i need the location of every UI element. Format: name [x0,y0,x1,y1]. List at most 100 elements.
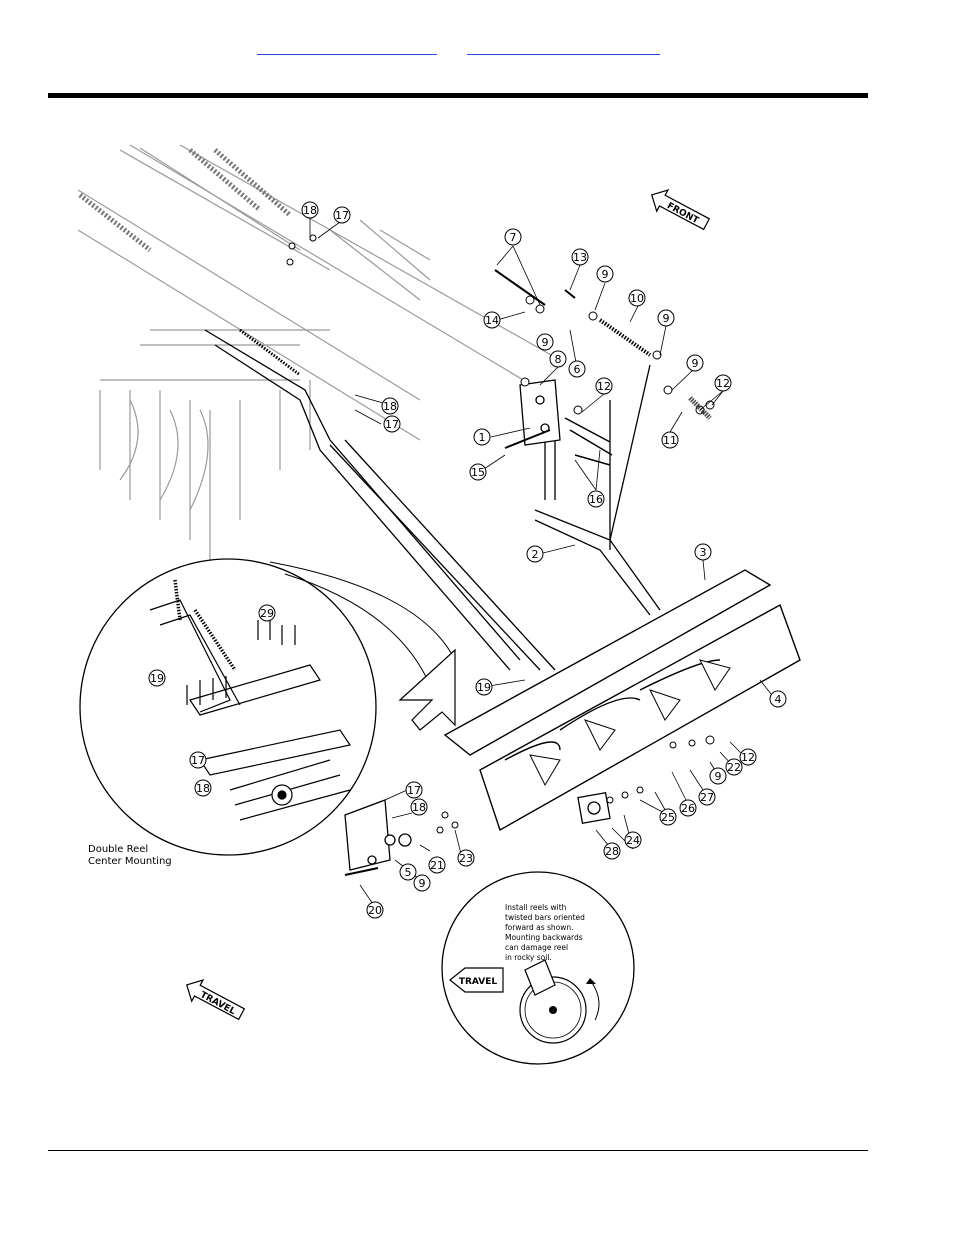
callout-28: 28 [603,842,621,860]
svg-text:8: 8 [555,353,562,366]
callout-19a: 19 [475,678,493,696]
svg-text:2: 2 [532,548,539,561]
travel-note-circle [441,871,635,1065]
callout-17a: 17 [333,206,351,224]
header-rule [48,93,868,98]
bearing-plate [577,792,611,824]
travel-arrow: TRAVEL [185,979,246,1021]
svg-text:24: 24 [626,834,640,847]
svg-text:9: 9 [602,268,609,281]
svg-text:4: 4 [775,693,782,706]
callout-9b: 9 [536,333,554,351]
callout-25: 25 [659,808,677,826]
callout-14: 14 [483,311,501,329]
callout-19b: 19 [148,669,166,687]
svg-text:20: 20 [368,904,382,917]
callout-21: 21 [428,856,446,874]
callout-18d: 18 [194,779,212,797]
callout-23: 23 [457,849,475,867]
svg-text:6: 6 [574,363,581,376]
callout-9f: 9 [709,767,727,785]
svg-text:18: 18 [303,204,317,217]
svg-text:26: 26 [681,802,695,815]
front-arrow: FRONT [650,189,711,231]
svg-text:23: 23 [459,852,473,865]
svg-text:12: 12 [597,380,611,393]
svg-text:25: 25 [661,811,675,824]
callout-9e: 9 [413,874,431,892]
svg-text:Double Reel: Double Reel [88,844,148,855]
callout-5: 5 [399,863,417,881]
svg-text:forward as shown.: forward as shown. [505,923,574,932]
svg-text:twisted bars oriented: twisted bars oriented [505,913,585,922]
reel-cutouts [529,659,731,787]
svg-text:22: 22 [727,761,741,774]
svg-text:17: 17 [191,754,205,767]
svg-text:3: 3 [700,546,707,559]
svg-text:12: 12 [741,751,755,764]
svg-text:18: 18 [383,400,397,413]
callout-18b: 18 [381,397,399,415]
callout-20: 20 [366,901,384,919]
svg-text:13: 13 [573,251,587,264]
svg-text:in rocky soil.: in rocky soil. [505,953,552,962]
svg-text:1: 1 [479,431,486,444]
svg-text:19: 19 [150,672,164,685]
callout-27: 27 [698,788,716,806]
svg-text:15: 15 [471,466,485,479]
svg-text:Mounting backwards: Mounting backwards [505,933,583,942]
detail-circle [79,558,456,856]
svg-text:TRAVEL: TRAVEL [459,977,498,987]
svg-text:19: 19 [477,681,491,694]
end-bracket [344,799,412,871]
callout-10: 10 [628,289,646,307]
svg-text:17: 17 [407,784,421,797]
callout-9a: 9 [596,265,614,283]
svg-text:29: 29 [260,607,274,620]
svg-text:9: 9 [692,357,699,370]
callout-7: 7 [504,228,522,246]
callout-24: 24 [624,831,642,849]
header-link-1[interactable] [257,40,437,55]
svg-text:12: 12 [716,377,730,390]
svg-text:14: 14 [485,314,499,327]
callout-17c: 17 [405,781,423,799]
callout-15: 15 [469,463,487,481]
header-link-2[interactable] [467,40,660,55]
svg-text:17: 17 [335,209,349,222]
footer-rule [48,1150,868,1151]
callout-6: 6 [568,360,586,378]
svg-text:5: 5 [405,866,412,879]
callout-1: 1 [473,428,491,446]
spring-10 [598,318,652,357]
svg-text:can damage reel: can damage reel [505,943,568,952]
left-spring [239,328,301,377]
callout-13: 13 [571,248,589,266]
detail-label: Double Reel Center Mounting [88,844,172,867]
mount-bracket [519,379,561,446]
callout-9d: 9 [686,354,704,372]
callout-18a: 18 [301,201,319,219]
frame-background [77,144,561,560]
svg-text:Install reels with: Install reels with [505,903,567,912]
svg-text:9: 9 [542,336,549,349]
callouts: 1 2 3 4 5 6 7 8 9 9 9 9 9 9 10 11 12 12 … [148,201,787,919]
callout-11: 11 [661,431,679,449]
callout-12c: 12 [739,748,757,766]
svg-text:9: 9 [663,312,670,325]
callout-18c: 18 [410,798,428,816]
svg-text:Center Mounting: Center Mounting [88,856,172,867]
svg-text:28: 28 [605,845,619,858]
callout-26: 26 [679,799,697,817]
callout-12a: 12 [595,377,613,395]
callout-4: 4 [769,690,787,708]
callout-16: 16 [587,490,605,508]
callout-9c: 9 [657,309,675,327]
callout-17b: 17 [383,415,401,433]
svg-text:16: 16 [589,493,603,506]
svg-text:27: 27 [700,791,714,804]
svg-text:7: 7 [510,231,517,244]
hatched-bars [78,148,292,252]
svg-text:11: 11 [663,434,677,447]
svg-text:17: 17 [385,418,399,431]
